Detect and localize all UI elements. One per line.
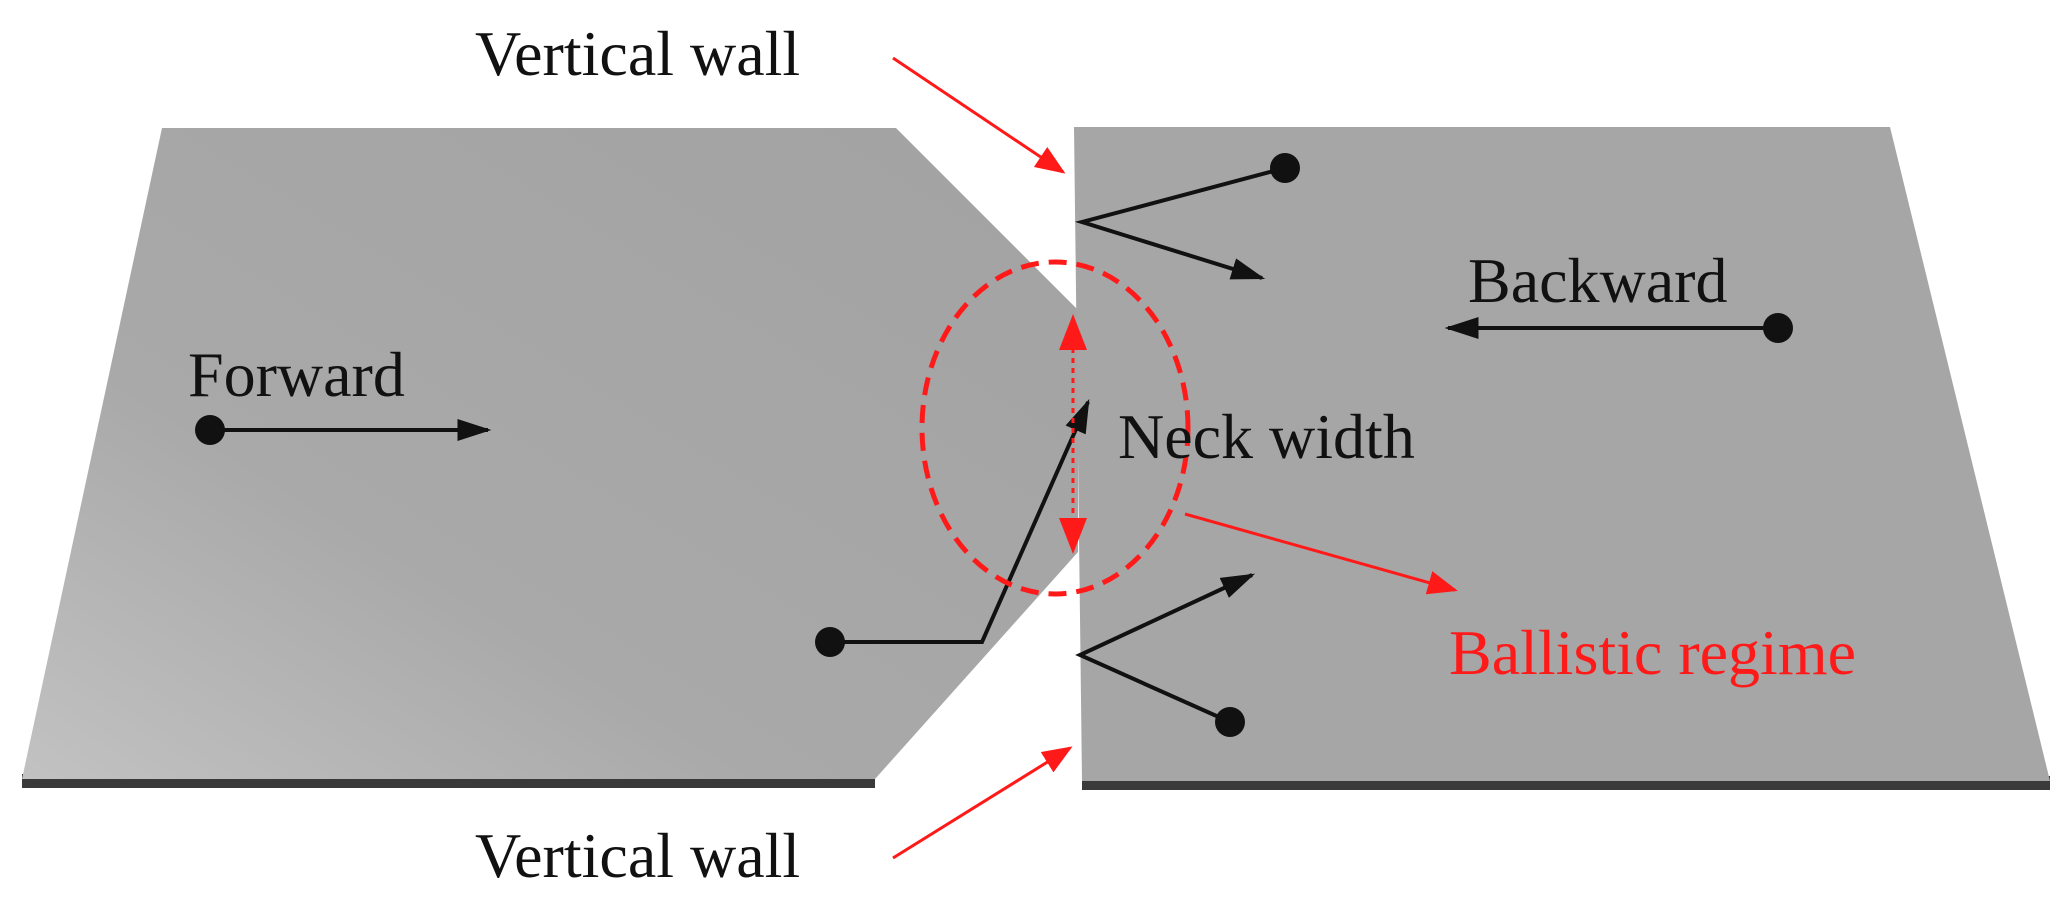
reflection-upper-path xyxy=(1074,166,1286,280)
neck-width-indicator xyxy=(1059,314,1087,554)
left-plate xyxy=(22,128,1078,788)
neck-width-arrowhead-top xyxy=(1059,314,1087,350)
left-plate-surface xyxy=(22,128,1078,779)
ballistic-regime-label: Ballistic regime xyxy=(1449,617,1856,688)
vertical-wall-bottom-label: Vertical wall xyxy=(475,820,800,891)
backward-trajectory xyxy=(1444,313,1793,343)
neck-width-label: Neck width xyxy=(1118,401,1415,472)
backward-label: Backward xyxy=(1468,245,1727,316)
forward-trajectory xyxy=(195,415,492,445)
forward-label: Forward xyxy=(188,339,405,410)
ballistic-path xyxy=(830,398,1090,644)
reflection-upper xyxy=(1074,153,1300,280)
right-plate xyxy=(1074,127,2050,790)
reflection-lower-path xyxy=(1075,573,1256,724)
ballistic-regime-circle xyxy=(919,259,1191,597)
right-plate-surface xyxy=(1074,127,2050,781)
vertical-wall-top-label: Vertical wall xyxy=(475,18,800,89)
ballistic-regime-pointer xyxy=(1184,512,1458,595)
neck-width-arrowhead-bottom xyxy=(1059,518,1087,554)
vertical-wall-top-pointer xyxy=(892,56,1066,174)
reflection-lower xyxy=(1075,573,1256,737)
vertical-wall-bottom-pointer xyxy=(892,746,1073,860)
ballistic-trajectory xyxy=(815,398,1090,657)
